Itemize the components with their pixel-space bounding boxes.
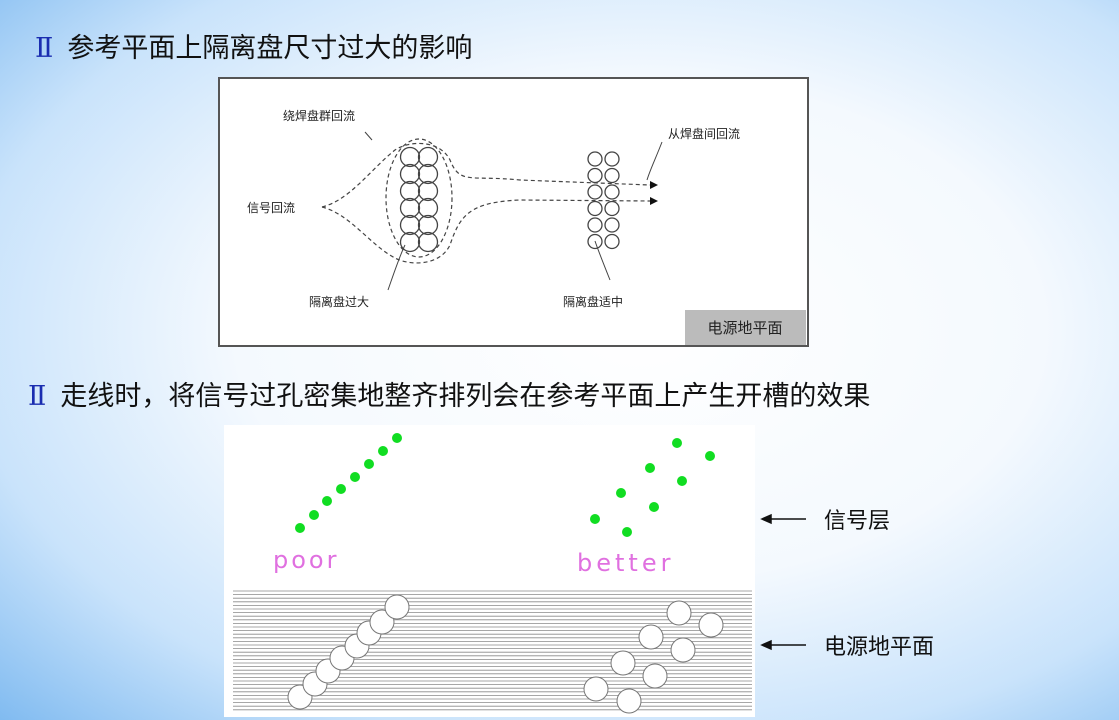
antipad-large bbox=[399, 146, 421, 168]
antipad-moderate bbox=[587, 233, 603, 250]
antipad-diagram: 电源地平面 绕焊盘群回流 从焊盘间回流 信号回流 隔离盘过大 隔离盘适中 bbox=[218, 77, 809, 347]
plane-label: 电源地平面 bbox=[707, 319, 782, 337]
signal-vias bbox=[295, 433, 715, 537]
antipad-moderate bbox=[604, 217, 620, 233]
heading-2: Ⅱ 走线时，将信号过孔密集地整齐排列会在参考平面上产生开槽的效果 bbox=[28, 374, 870, 413]
signal-via bbox=[590, 514, 600, 524]
signal-via bbox=[309, 510, 319, 520]
signal-via bbox=[322, 496, 332, 506]
better-label: better bbox=[577, 549, 674, 577]
antipad-moderate bbox=[587, 167, 603, 184]
antipad-hole bbox=[698, 612, 724, 638]
bullet-icon: Ⅱ bbox=[28, 381, 47, 412]
poor-label: poor bbox=[273, 546, 339, 574]
plane-layer-label: 电源地平面 bbox=[824, 635, 934, 660]
arrow-left-icon bbox=[760, 513, 772, 525]
signal-layer-label: 信号层 bbox=[824, 509, 890, 534]
antipad-large bbox=[417, 163, 439, 185]
antipad-hole bbox=[638, 624, 664, 650]
antipad-large bbox=[417, 146, 439, 168]
signal-via bbox=[350, 472, 360, 482]
antipad-moderate bbox=[604, 167, 620, 184]
label-around-pads: 绕焊盘群回流 bbox=[283, 108, 355, 123]
antipad-large bbox=[399, 214, 421, 236]
antipad-large bbox=[417, 214, 439, 236]
signal-via bbox=[295, 523, 305, 533]
signal-via bbox=[645, 463, 655, 473]
signal-via bbox=[672, 438, 682, 448]
signal-via bbox=[378, 446, 388, 456]
antipad-large bbox=[417, 197, 439, 219]
antipad-hole bbox=[384, 594, 410, 620]
return-current-paths bbox=[321, 138, 651, 264]
via-arrangement-diagram: poor better 信号层 电源地平面 bbox=[224, 425, 934, 717]
antipad-large bbox=[417, 231, 439, 253]
label-signal-return: 信号回流 bbox=[247, 201, 295, 215]
label-between-pads: 从焊盘间回流 bbox=[668, 126, 740, 141]
plane-label-box bbox=[685, 310, 806, 345]
antipad-moderate bbox=[604, 184, 620, 200]
signal-via bbox=[705, 451, 715, 461]
antipad-large bbox=[399, 197, 421, 219]
bullet-icon: Ⅱ bbox=[35, 33, 54, 64]
heading-1-text: 参考平面上隔离盘尺寸过大的影响 bbox=[67, 33, 473, 64]
antipad-hole bbox=[616, 688, 642, 714]
antipad-large bbox=[399, 231, 421, 253]
antipad-large bbox=[417, 180, 439, 202]
label-antipad-too-large: 隔离盘过大 bbox=[309, 294, 369, 309]
antipad-hole bbox=[610, 650, 636, 676]
plane-antipads bbox=[287, 594, 724, 714]
heading-2-text: 走线时，将信号过孔密集地整齐排列会在参考平面上产生开槽的效果 bbox=[60, 381, 871, 412]
large-antipads bbox=[399, 146, 439, 253]
heading-1: Ⅱ 参考平面上隔离盘尺寸过大的影响 bbox=[35, 26, 472, 65]
antipad-hole bbox=[642, 663, 668, 689]
arrow-icon bbox=[650, 181, 658, 189]
arrow-left-icon bbox=[760, 639, 772, 651]
antipad-moderate bbox=[587, 184, 603, 200]
signal-via bbox=[616, 488, 626, 498]
antipad-moderate bbox=[604, 151, 620, 167]
signal-via bbox=[392, 433, 402, 443]
antipad-hole bbox=[369, 609, 395, 635]
antipad-moderate bbox=[604, 200, 620, 217]
antipad-hole bbox=[670, 637, 696, 663]
signal-via bbox=[677, 476, 687, 486]
signal-via bbox=[649, 502, 659, 512]
antipad-large bbox=[399, 163, 421, 185]
antipad-moderate bbox=[587, 200, 603, 217]
arrow-icon bbox=[650, 197, 658, 205]
moderate-antipads bbox=[587, 151, 620, 250]
antipad-moderate bbox=[604, 233, 620, 250]
antipad-hole bbox=[583, 676, 609, 702]
signal-via bbox=[622, 527, 632, 537]
antipad-large bbox=[399, 180, 421, 202]
antipad-hole bbox=[666, 600, 692, 626]
antipad-moderate bbox=[587, 217, 603, 233]
signal-via bbox=[364, 459, 374, 469]
label-antipad-moderate: 隔离盘适中 bbox=[563, 294, 623, 309]
antipad-moderate bbox=[587, 151, 603, 167]
signal-via bbox=[336, 484, 346, 494]
